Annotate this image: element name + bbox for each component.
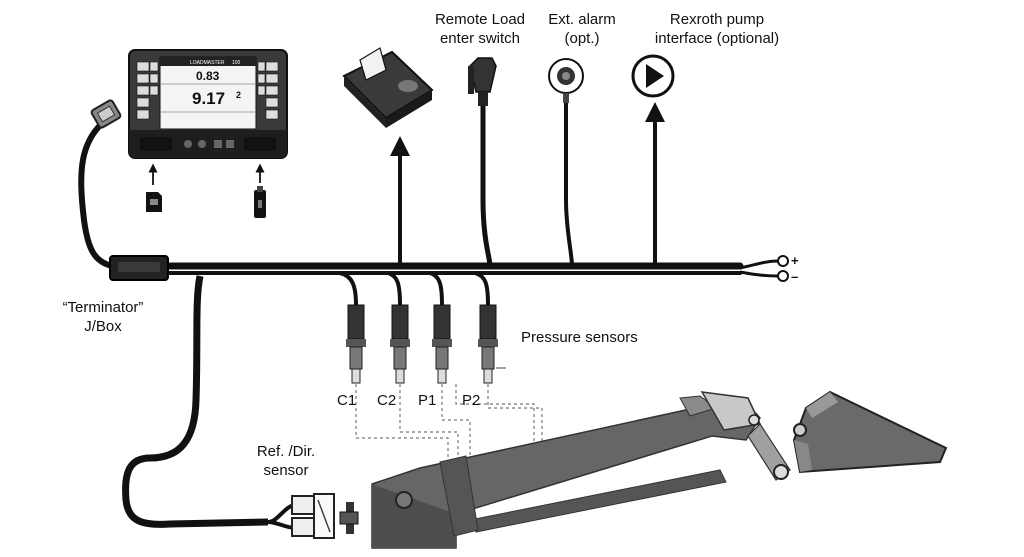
ext-alarm-icon bbox=[548, 58, 584, 103]
sensor-c2-label: C2 bbox=[377, 392, 397, 409]
display-reading-top: 0.83 bbox=[196, 69, 220, 83]
ext-alarm-label: Ext. alarm (opt.) bbox=[532, 10, 632, 48]
terminator-jbox bbox=[109, 255, 169, 281]
rexroth-play-icon bbox=[631, 54, 675, 98]
power-plus-label: + bbox=[791, 253, 799, 268]
remote-load-label-line2: enter switch bbox=[439, 30, 521, 47]
remote-load-label-line1: Remote Load bbox=[434, 11, 526, 28]
display-reading-main: 9.17 bbox=[192, 89, 225, 108]
terminator-label: “Terminator” J/Box bbox=[48, 298, 158, 336]
pressure-sensor-p1 bbox=[432, 304, 452, 384]
terminator-label-line2: J/Box bbox=[84, 318, 122, 335]
ref-dir-label-line1: Ref. /Dir. bbox=[256, 443, 316, 460]
ref-sensor-cable bbox=[122, 275, 269, 528]
power-leads bbox=[739, 255, 789, 282]
pressure-sensor-p2 bbox=[478, 304, 498, 384]
ref-dir-sensor bbox=[291, 493, 359, 539]
rexroth-label-line1: Rexroth pump bbox=[669, 11, 765, 28]
ext-alarm-cable bbox=[564, 103, 574, 267]
rexroth-label: Rexroth pump interface (optional) bbox=[632, 10, 802, 48]
sd-card-icon bbox=[146, 192, 162, 212]
ref-dir-label: Ref. /Dir. sensor bbox=[244, 442, 328, 480]
rexroth-label-line2: interface (optional) bbox=[654, 30, 780, 47]
loader-bucket bbox=[792, 390, 948, 474]
ref-dir-label-line2: sensor bbox=[263, 462, 309, 479]
ext-alarm-label-line1: Ext. alarm bbox=[548, 11, 616, 28]
pressure-sensor-leads bbox=[339, 271, 490, 306]
pressure-sensors-label: Pressure sensors bbox=[521, 329, 638, 346]
loadmaster-display: LOADMASTER 100 0.83 9.17 2 bbox=[128, 49, 288, 159]
ext-alarm-label-line2: (opt.) bbox=[564, 30, 600, 47]
display-brand: LOADMASTER bbox=[190, 60, 225, 66]
display-reading-side: 2 bbox=[236, 90, 241, 100]
printer-icon bbox=[342, 47, 434, 128]
main-harness-cable bbox=[166, 262, 744, 275]
hydraulic-routing-dashed bbox=[355, 384, 543, 470]
display-connector bbox=[90, 99, 122, 129]
pressure-sensor-c2 bbox=[390, 304, 410, 384]
sensor-c1-label: C1 bbox=[337, 392, 357, 409]
usb-stick-icon bbox=[254, 186, 266, 218]
loader-arm bbox=[371, 391, 791, 549]
display-model: 100 bbox=[232, 60, 241, 66]
sensor-p1-label: P1 bbox=[418, 392, 437, 409]
remote-load-label: Remote Load enter switch bbox=[416, 10, 544, 48]
display-cable bbox=[78, 115, 113, 269]
power-minus-label: – bbox=[791, 269, 799, 284]
sensor-p2-label: P2 bbox=[462, 392, 481, 409]
remote-load-switch bbox=[468, 57, 497, 106]
pressure-sensor-c1 bbox=[346, 304, 366, 384]
remote-switch-cable bbox=[480, 106, 493, 267]
terminator-label-line1: “Terminator” bbox=[62, 299, 144, 316]
